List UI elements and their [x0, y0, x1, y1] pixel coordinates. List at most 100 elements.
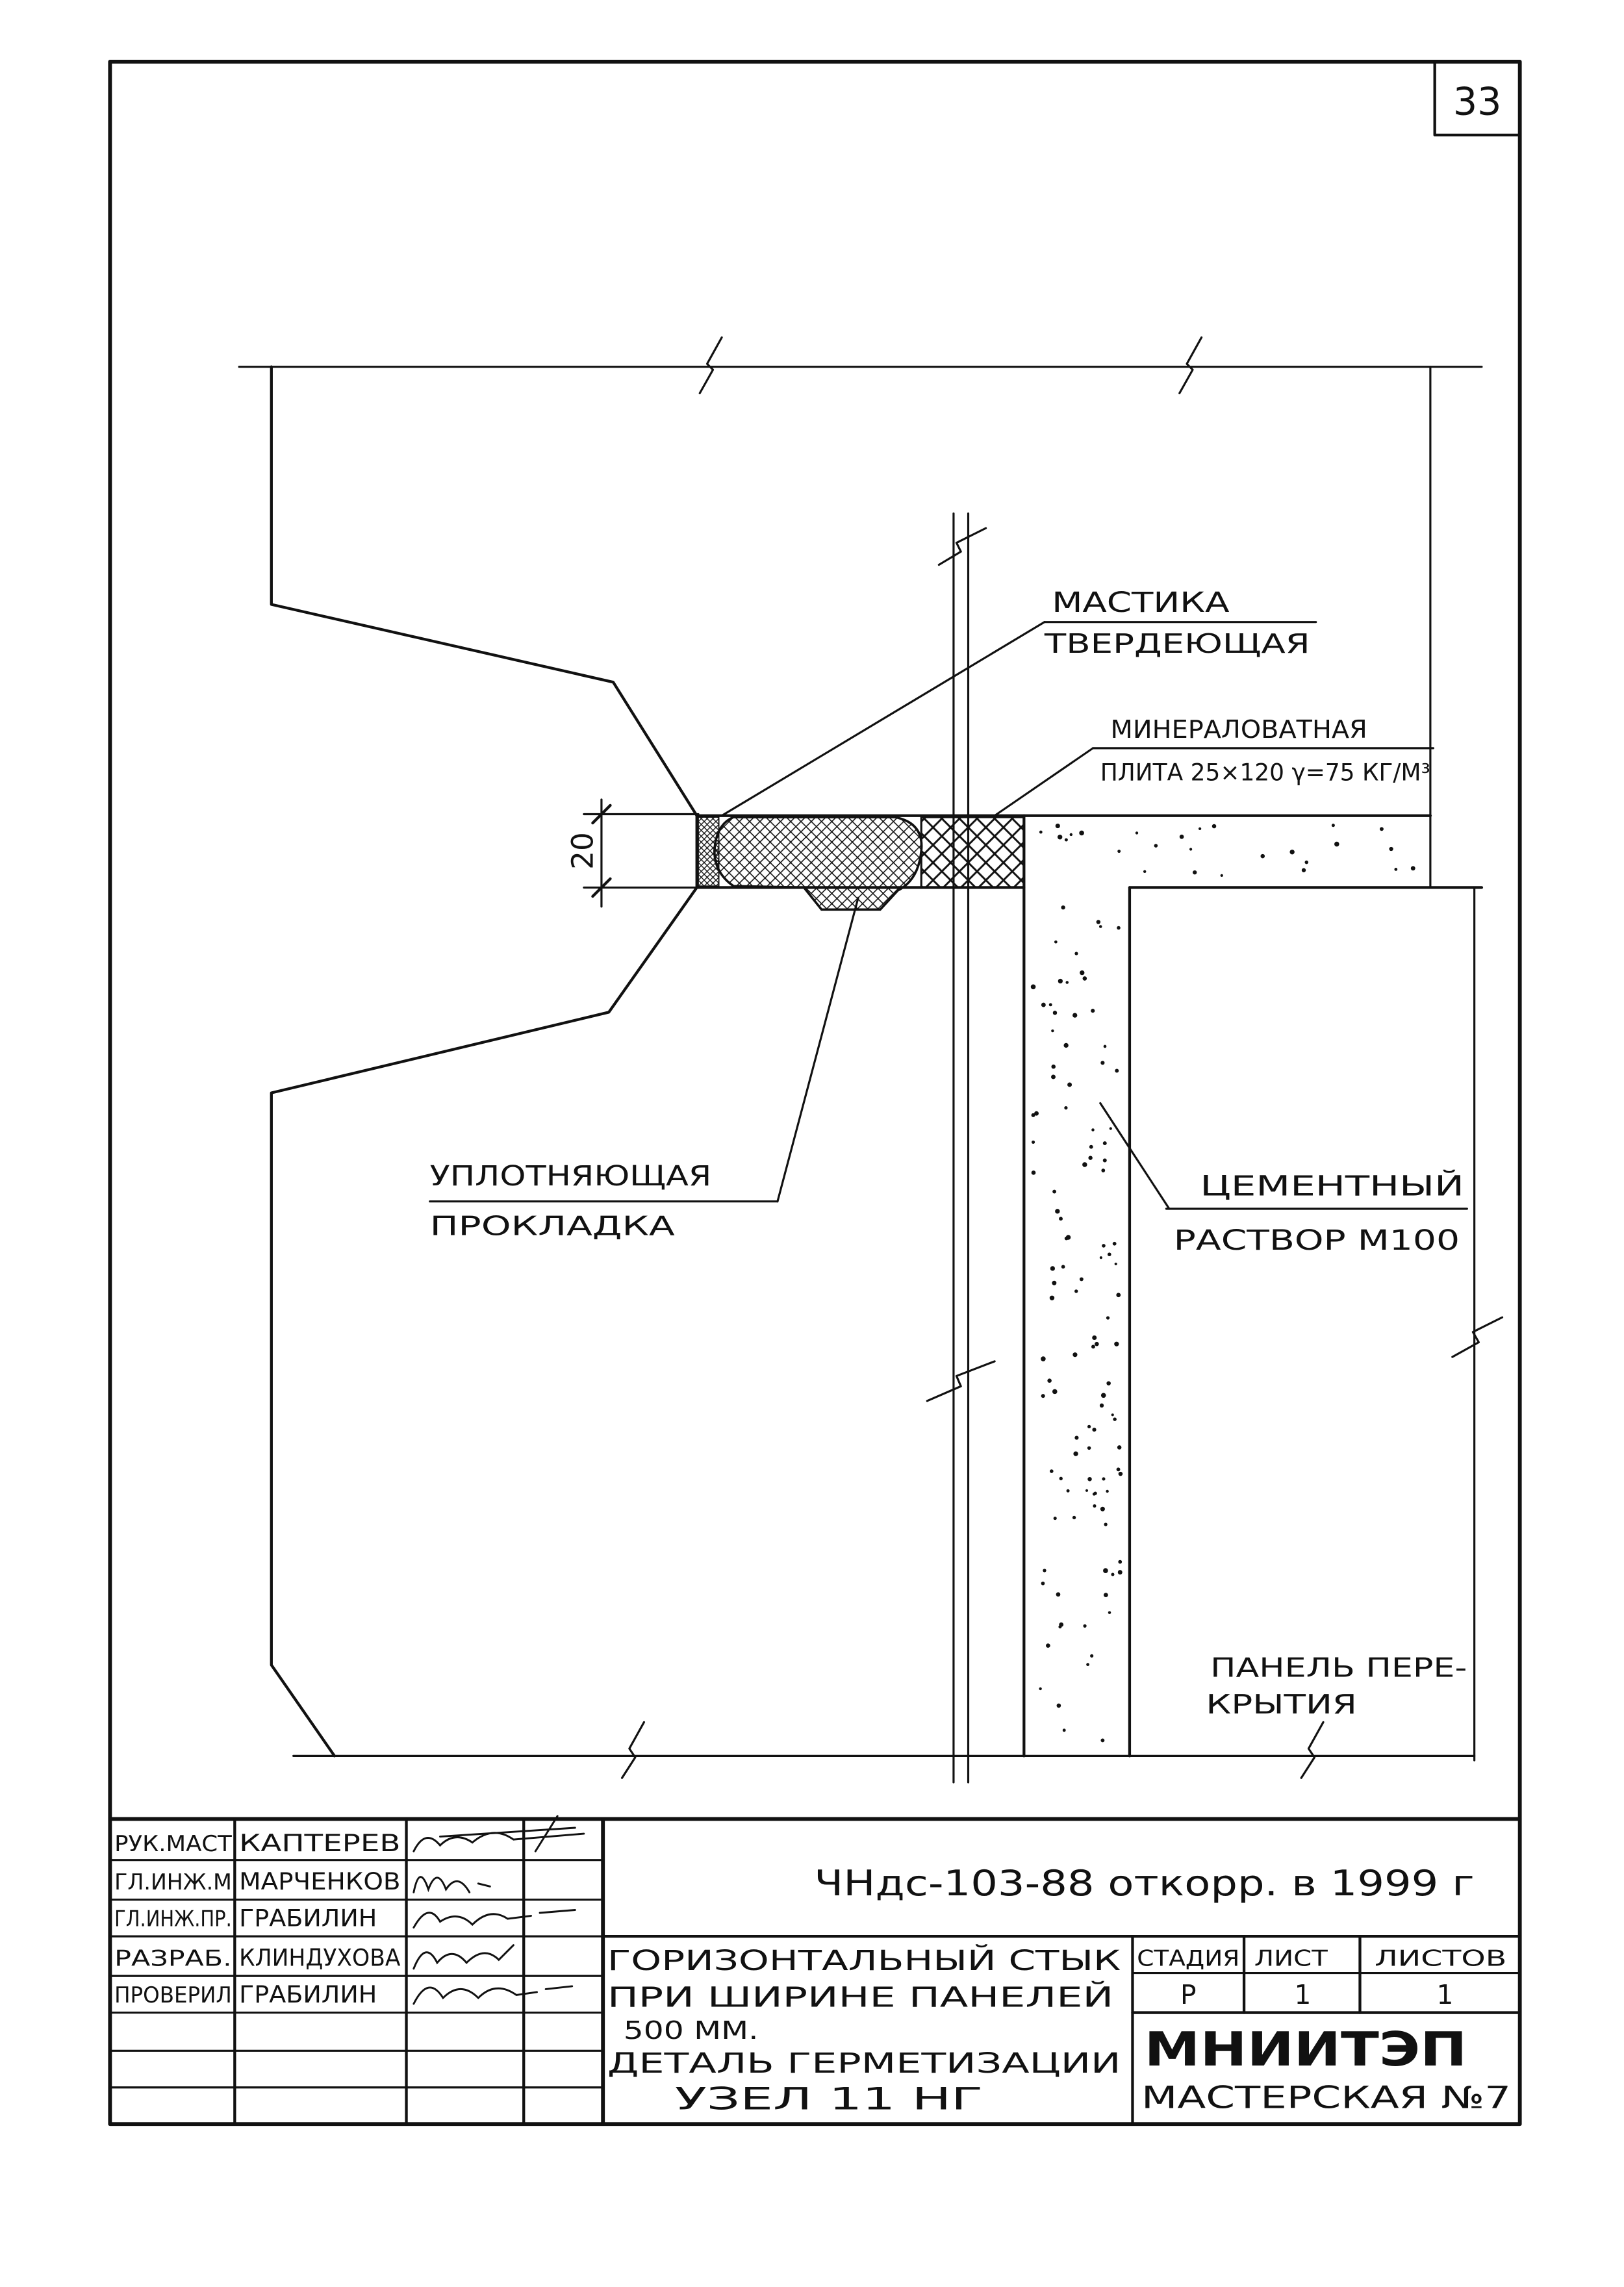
mortar-dot — [1154, 844, 1158, 848]
break-mark — [620, 1721, 645, 1779]
mortar-dot — [1059, 1476, 1063, 1480]
leader-line — [776, 896, 859, 1203]
mortar-dot — [1334, 841, 1339, 847]
mortar-dot — [1065, 1235, 1071, 1240]
mortar-dot — [1051, 1029, 1054, 1033]
mortar-dot — [1117, 1570, 1123, 1575]
leader-line — [1099, 1102, 1171, 1210]
label-floor-panel: ПАНЕЛЬ ПЕРЕ- КРЫТИЯ — [1206, 1652, 1467, 1719]
sheet-number: 33 — [1453, 79, 1502, 123]
stage-value: Р — [1180, 1979, 1197, 2010]
mortar-dot — [1059, 1217, 1063, 1221]
mortar-dot — [1058, 978, 1063, 984]
mortar-dot — [1102, 1158, 1107, 1163]
person-name: ГРАБИЛИН — [239, 1904, 377, 1932]
mortar-dot — [1114, 1262, 1117, 1265]
mortar-dot — [1050, 1266, 1055, 1271]
mortar-dot — [1106, 1316, 1110, 1320]
mortar-dot — [1049, 1469, 1054, 1473]
drawing-title-line: ПРИ ШИРИНЕ ПАНЕЛЕЙ — [607, 1981, 1113, 2014]
role-label: РУК.МАСТ — [114, 1831, 232, 1856]
mortar-dot — [1109, 1127, 1112, 1130]
mortar-dot — [1116, 1467, 1121, 1472]
mortar-dot — [1063, 1042, 1069, 1048]
mortar-dot — [1089, 1144, 1093, 1149]
label-mineral-wool-line2: ПЛИТА 25×120 γ=75 КГ/М³ — [1100, 759, 1430, 787]
mortar-dot — [1052, 1280, 1057, 1285]
label-mineral-wool-line1: МИНЕРАЛОВАТНАЯ — [1111, 715, 1367, 744]
mortar-dot — [1117, 1445, 1122, 1450]
mortar-dot — [1043, 1569, 1047, 1573]
mortar-dot — [1102, 1244, 1106, 1248]
mortar-dot — [1080, 970, 1085, 976]
mortar-dot — [1085, 1489, 1089, 1492]
person-name: ГРАБИЛИН — [239, 1980, 377, 2008]
mortar-dot — [1289, 850, 1295, 855]
mortar-dot — [1198, 827, 1202, 830]
break-mark — [926, 1360, 996, 1402]
mortar-dot — [1095, 1341, 1099, 1346]
mortar-dot — [1074, 952, 1078, 955]
mortar-dot — [1107, 1252, 1111, 1257]
mortar-dot — [1096, 920, 1101, 924]
sealing-gasket — [713, 816, 923, 911]
mortar-dot — [1073, 1451, 1078, 1456]
mortar-dot — [1118, 1471, 1123, 1476]
signature — [412, 1909, 576, 1929]
mortar-dot — [1179, 834, 1184, 839]
mortar-dot — [1082, 976, 1087, 981]
mortar-dot — [1055, 1209, 1060, 1214]
mortar-dot — [1072, 1515, 1076, 1520]
mortar-dot — [1212, 824, 1217, 829]
mortar-dot — [1394, 868, 1398, 871]
mortar-dot — [1056, 1592, 1061, 1597]
mortar-dot — [1061, 1265, 1065, 1269]
mortar-dot — [1061, 905, 1065, 910]
mortar-dot — [1117, 926, 1121, 930]
break-mark — [698, 336, 723, 394]
mortar-dot — [1049, 1295, 1055, 1301]
mortar-dot — [1083, 1624, 1087, 1628]
role-label: РАЗРАБ. — [114, 1945, 232, 1971]
mortar-dot — [1410, 866, 1415, 871]
mortar-dot — [1031, 1113, 1035, 1117]
label-mastic: МАСТИКА ТВЕРДЕЮЩАЯ — [720, 587, 1317, 817]
label-mortar-line2: РАСТВОР М100 — [1174, 1224, 1460, 1257]
mineral-wool-slab — [920, 816, 1025, 889]
mortar-dot — [1143, 870, 1147, 874]
mortar-dot — [1135, 831, 1139, 835]
mortar-dot — [1048, 1003, 1052, 1007]
mortar-dot — [1103, 1568, 1108, 1573]
mortar-dot — [1032, 1140, 1035, 1144]
mortar-dot — [1099, 1256, 1102, 1259]
mortar-dot — [1053, 1516, 1057, 1521]
mortar-dot — [1055, 824, 1060, 829]
document-designation: ЧНдс-103-88 откорр. в 1999 г — [814, 1863, 1474, 1904]
person-name: КАПТЕРЕВ — [239, 1829, 400, 1857]
mortar-dot — [1074, 1435, 1079, 1440]
mortar-dot — [1052, 1189, 1056, 1194]
mortar-dot — [1092, 1428, 1097, 1432]
mortar-dot — [1087, 1476, 1092, 1482]
mortar-dot — [1111, 1413, 1114, 1417]
person-name: МАРЧЕНКОВ — [239, 1867, 400, 1895]
mortar-dot — [1102, 1141, 1107, 1146]
label-mineral-wool: МИНЕРАЛОВАТНАЯ ПЛИТА 25×120 γ=75 КГ/М³ — [993, 715, 1434, 817]
leader-line — [720, 621, 1046, 817]
mortar-dot — [1056, 1703, 1061, 1708]
mortar-dot — [1090, 1654, 1094, 1658]
dimension-tick — [591, 803, 612, 825]
mortar-dot — [1100, 1393, 1106, 1398]
break-mark — [937, 527, 987, 566]
mortar-dot — [1039, 830, 1043, 834]
mortar-dot — [1304, 860, 1309, 865]
mortar-dot — [1052, 1011, 1058, 1015]
mortar-dot — [1072, 1352, 1078, 1358]
cement-mortar-fill — [1030, 824, 1415, 1743]
mortar-dot — [1106, 1381, 1111, 1386]
sheet-frame — [108, 60, 1522, 2127]
mortar-dot — [1106, 1489, 1109, 1493]
mortar-dot — [1104, 1523, 1108, 1526]
mortar-dot — [1066, 1489, 1070, 1493]
label-mortar-line1: ЦЕМЕНТНЫЙ — [1200, 1170, 1464, 1203]
